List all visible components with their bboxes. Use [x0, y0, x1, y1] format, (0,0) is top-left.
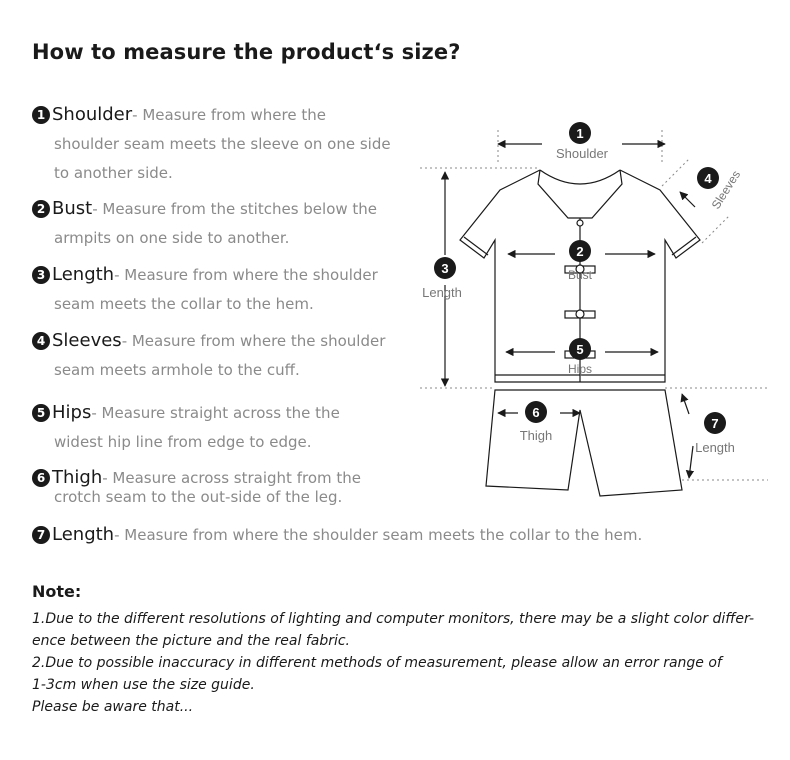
note-line: ence between the picture and the real fa… — [32, 633, 351, 649]
step-number-badge: 3 — [32, 266, 50, 284]
shorts-outline — [485, 389, 683, 497]
svg-text:5: 5 — [576, 342, 583, 357]
measure-description-cont: widest hip line from edge to edge. — [54, 433, 312, 451]
measure-description-cont: seam meets armhole to the cuff. — [54, 361, 300, 379]
measure-name: Thigh — [52, 467, 103, 488]
diagram-badge-length: 3 — [434, 257, 456, 279]
step-number-badge: 7 — [32, 526, 50, 544]
diagram-label-thigh: Thigh — [520, 428, 553, 443]
measure-description-cont: armpits on one side to another. — [54, 229, 290, 247]
diagram-label-pants-length: Length — [695, 440, 735, 455]
diagram-badge-thigh: 6 — [525, 401, 547, 423]
svg-text:3: 3 — [441, 261, 448, 276]
note-line: 1.Due to the different resolutions of li… — [32, 611, 754, 627]
measure-description: - Measure from where the shoulder — [114, 266, 378, 284]
note-line: Please be aware that... — [32, 699, 194, 715]
measure-name: Hips — [52, 402, 92, 423]
page-title: How to measure the product‘s size? — [32, 40, 461, 64]
diagram-label-hips: Hips — [568, 362, 592, 376]
measure-description: - Measure straight across the the — [91, 404, 340, 422]
measure-description: - Measure from where the shoulder — [121, 332, 386, 350]
step-number-badge: 5 — [32, 404, 50, 422]
step-number-badge: 1 — [32, 106, 50, 124]
svg-text:1: 1 — [576, 126, 583, 141]
svg-text:4: 4 — [704, 171, 712, 186]
step-number-badge: 2 — [32, 200, 50, 218]
note-line: 2.Due to possible inaccuracy in differen… — [32, 655, 722, 671]
svg-text:6: 6 — [532, 405, 539, 420]
note-title: Note: — [32, 582, 82, 601]
diagram-label-shoulder: Shoulder — [556, 146, 609, 161]
measure-description-cont: crotch seam to the out-side of the leg. — [54, 488, 343, 506]
step-number-badge: 6 — [32, 469, 50, 487]
diagram-badge-hips: 5 — [569, 338, 591, 360]
measure-description: - Measure from where the shoulder seam m… — [114, 526, 643, 544]
svg-text:2: 2 — [576, 244, 583, 259]
measurement-arrows — [440, 139, 696, 479]
measure-description-cont: seam meets the collar to the hem. — [54, 295, 314, 313]
measure-name: Shoulder — [52, 104, 133, 125]
measure-description: - Measure across straight from the — [102, 469, 361, 487]
measurement-diagram: 1 Shoulder 2 Bust 3 Length 4 Sleeves 5 H… — [420, 122, 768, 497]
measure-name: Length — [52, 264, 115, 285]
measure-description: - Measure from where the — [132, 106, 326, 124]
measure-name: Bust — [52, 198, 93, 219]
diagram-label-bust: Bust — [568, 268, 593, 282]
diagram-badge-sleeves: 4 — [697, 167, 719, 189]
measure-name: Length — [52, 524, 115, 545]
diagram-badge-bust: 2 — [569, 240, 591, 262]
note-line: 1-3cm when use the size guide. — [32, 677, 255, 693]
svg-text:7: 7 — [711, 416, 718, 431]
diagram-label-length: Length — [422, 285, 462, 300]
measure-description-cont: shoulder seam meets the sleeve on one si… — [54, 135, 391, 182]
measure-description: - Measure from the stitches below the — [92, 200, 378, 218]
diagram-badge-pants-length: 7 — [704, 412, 726, 434]
step-number-badge: 4 — [32, 332, 50, 350]
measure-name: Sleeves — [52, 330, 122, 351]
diagram-badge-shoulder: 1 — [569, 122, 591, 144]
